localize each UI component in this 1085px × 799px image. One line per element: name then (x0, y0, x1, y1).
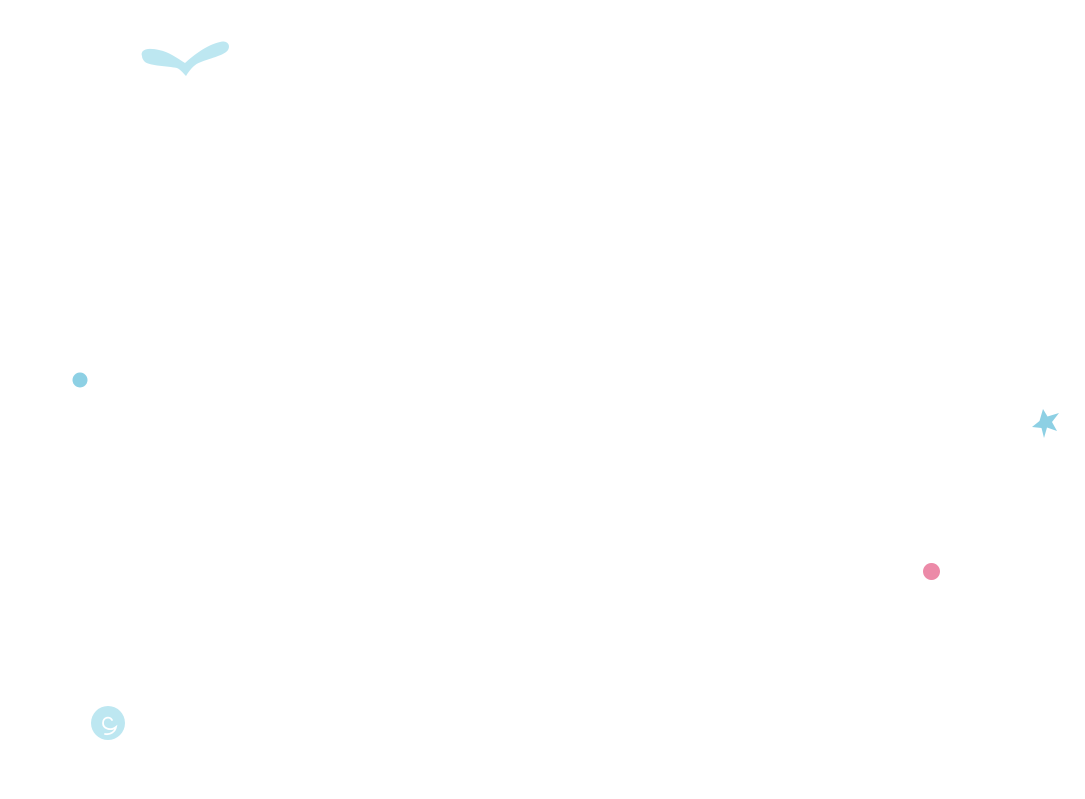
bird-icon (139, 38, 231, 80)
blue-dot-icon (72, 372, 88, 388)
pink-dot-icon (922, 562, 941, 581)
star-shape (1032, 409, 1059, 438)
swirl-icon (90, 705, 126, 741)
star-icon (1029, 407, 1061, 439)
swirl-curl (102, 716, 118, 736)
bird-shape (141, 41, 230, 76)
